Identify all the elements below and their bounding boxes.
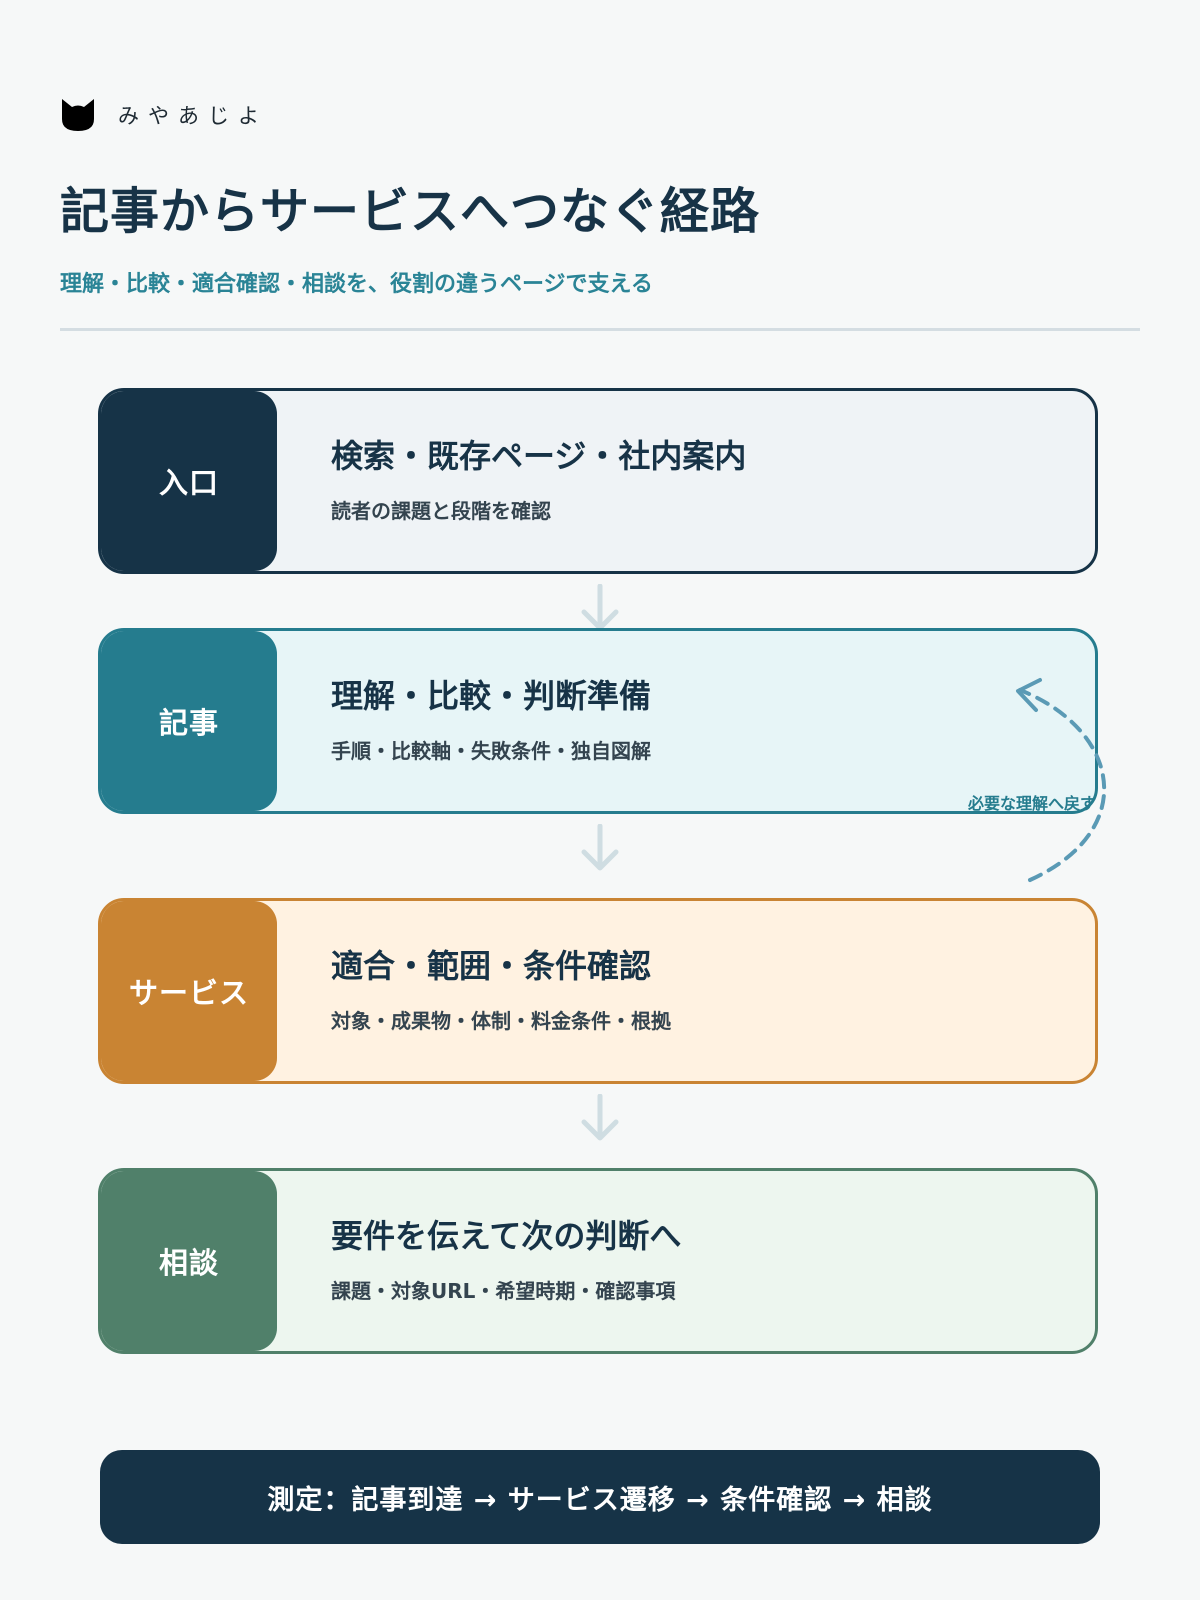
- step-description: 課題・対象URL・希望時期・確認事項: [331, 1279, 676, 1303]
- step-tag: 入口: [101, 391, 277, 571]
- flow-step-article: 記事 理解・比較・判断準備 手順・比較軸・失敗条件・独自図解: [98, 628, 1098, 814]
- flow-step-consult: 相談 要件を伝えて次の判断へ 課題・対象URL・希望時期・確認事項: [98, 1168, 1098, 1354]
- step-tag: サービス: [101, 901, 277, 1081]
- page-title: 記事からサービスへつなぐ経路: [60, 183, 761, 240]
- divider: [60, 328, 1140, 331]
- page-subtitle: 理解・比較・適合確認・相談を、役割の違うページで支える: [60, 272, 653, 297]
- step-heading: 検索・既存ページ・社内案内: [331, 437, 747, 475]
- step-tag: 相談: [101, 1171, 277, 1351]
- brand-name: みやあじよ: [118, 104, 268, 128]
- step-heading: 適合・範囲・条件確認: [331, 947, 652, 985]
- flow-step-service: サービス 適合・範囲・条件確認 対象・成果物・体制・料金条件・根拠: [98, 898, 1098, 1084]
- down-arrow-icon: [581, 824, 619, 871]
- flow-step-entry: 入口 検索・既存ページ・社内案内 読者の課題と段階を確認: [98, 388, 1098, 574]
- cat-head-icon: [62, 99, 94, 131]
- down-arrow-icon: [581, 1094, 619, 1141]
- step-tag: 記事: [101, 631, 277, 811]
- measurement-banner: 測定：記事到達 → サービス遷移 → 条件確認 → 相談: [100, 1450, 1100, 1544]
- step-heading: 理解・比較・判断準備: [331, 677, 652, 715]
- step-description: 手順・比較軸・失敗条件・独自図解: [331, 739, 651, 763]
- down-arrow-icon: [581, 584, 619, 631]
- step-description: 対象・成果物・体制・料金条件・根拠: [331, 1009, 671, 1033]
- loop-label: 必要な理解へ戻す: [968, 794, 1097, 813]
- step-heading: 要件を伝えて次の判断へ: [331, 1217, 682, 1255]
- step-description: 読者の課題と段階を確認: [331, 499, 551, 523]
- brand: みやあじよ: [60, 95, 268, 135]
